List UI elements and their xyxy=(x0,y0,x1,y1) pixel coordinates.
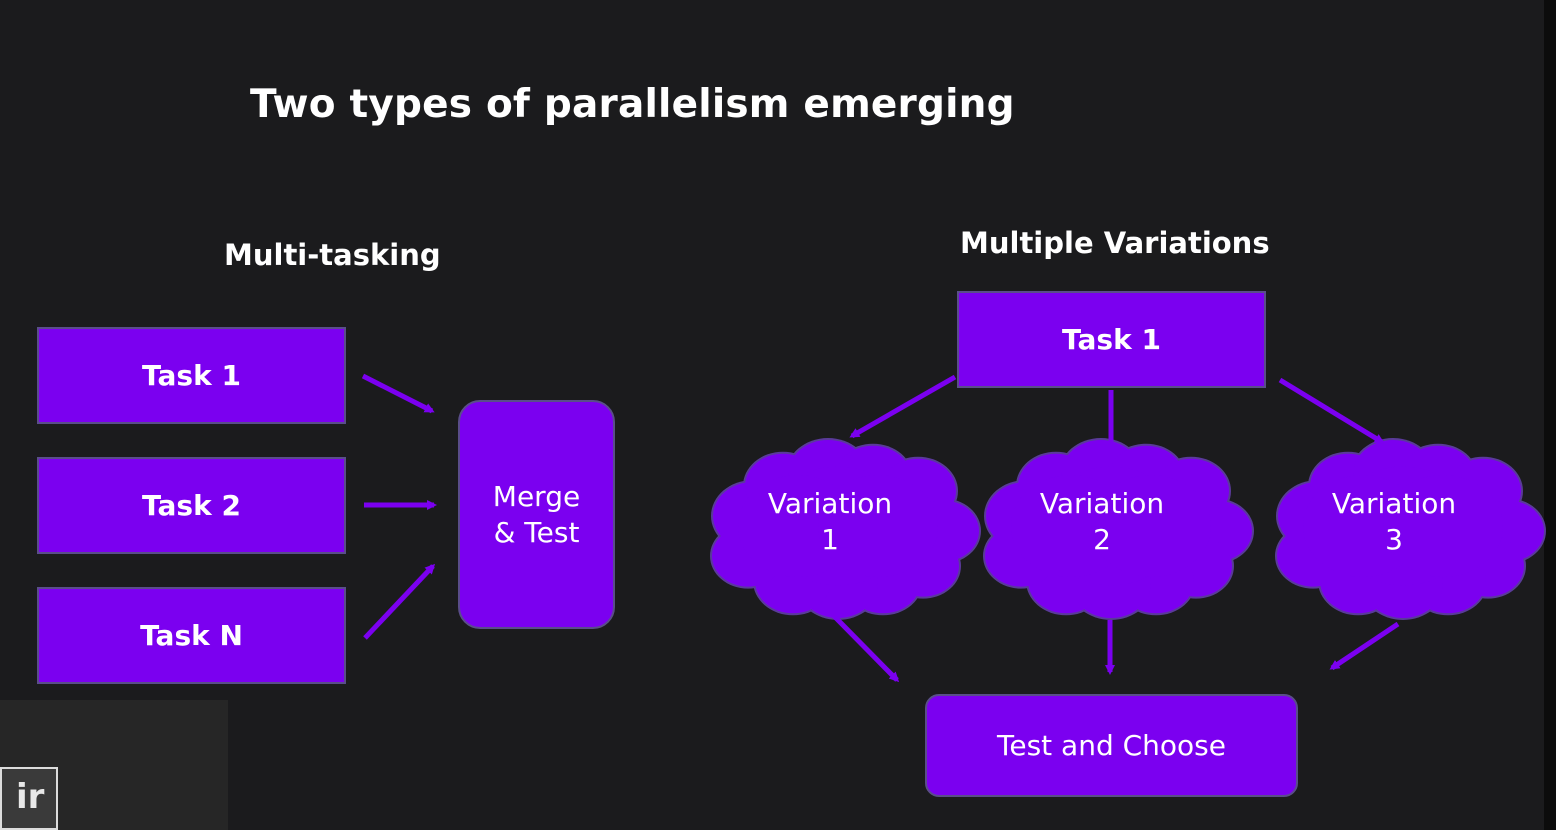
variation-1-cloud xyxy=(710,438,981,620)
merge-label: Merge xyxy=(492,479,581,513)
arrow-variation1-to-test xyxy=(831,613,900,683)
arrow-task1-to-merge xyxy=(361,373,435,414)
test-label: & Test xyxy=(493,515,580,549)
variations-task-1-box: Task 1 xyxy=(957,291,1266,388)
webcam-thumbnail: ir xyxy=(0,767,58,830)
arrow-task-to-variation1 xyxy=(849,374,957,439)
variation-1-label: Variation 1 xyxy=(767,487,893,556)
merge-and-test-box: Merge & Test xyxy=(458,400,615,629)
arrow-task-to-variation3 xyxy=(1278,377,1385,445)
arrow-variation3-to-test xyxy=(1329,621,1400,671)
variation-3-cloud xyxy=(1275,438,1546,620)
variation-2-cloud xyxy=(983,438,1254,620)
task-n-box: Task N xyxy=(37,587,346,684)
slide-title: Two types of parallelism emerging xyxy=(250,82,1015,127)
arrow-taskn-to-merge xyxy=(363,563,436,640)
multiple-variations-heading: Multiple Variations xyxy=(960,226,1270,260)
multitasking-heading: Multi-tasking xyxy=(224,238,441,272)
test-and-choose-box: Test and Choose xyxy=(925,694,1298,797)
task-1-box: Task 1 xyxy=(37,327,346,424)
window-edge xyxy=(1544,0,1556,830)
webcam-label: ir xyxy=(16,777,45,817)
task-2-box: Task 2 xyxy=(37,457,346,554)
variation-2-label: Variation 2 xyxy=(1039,487,1165,556)
variation-3-label: Variation 3 xyxy=(1331,487,1457,556)
